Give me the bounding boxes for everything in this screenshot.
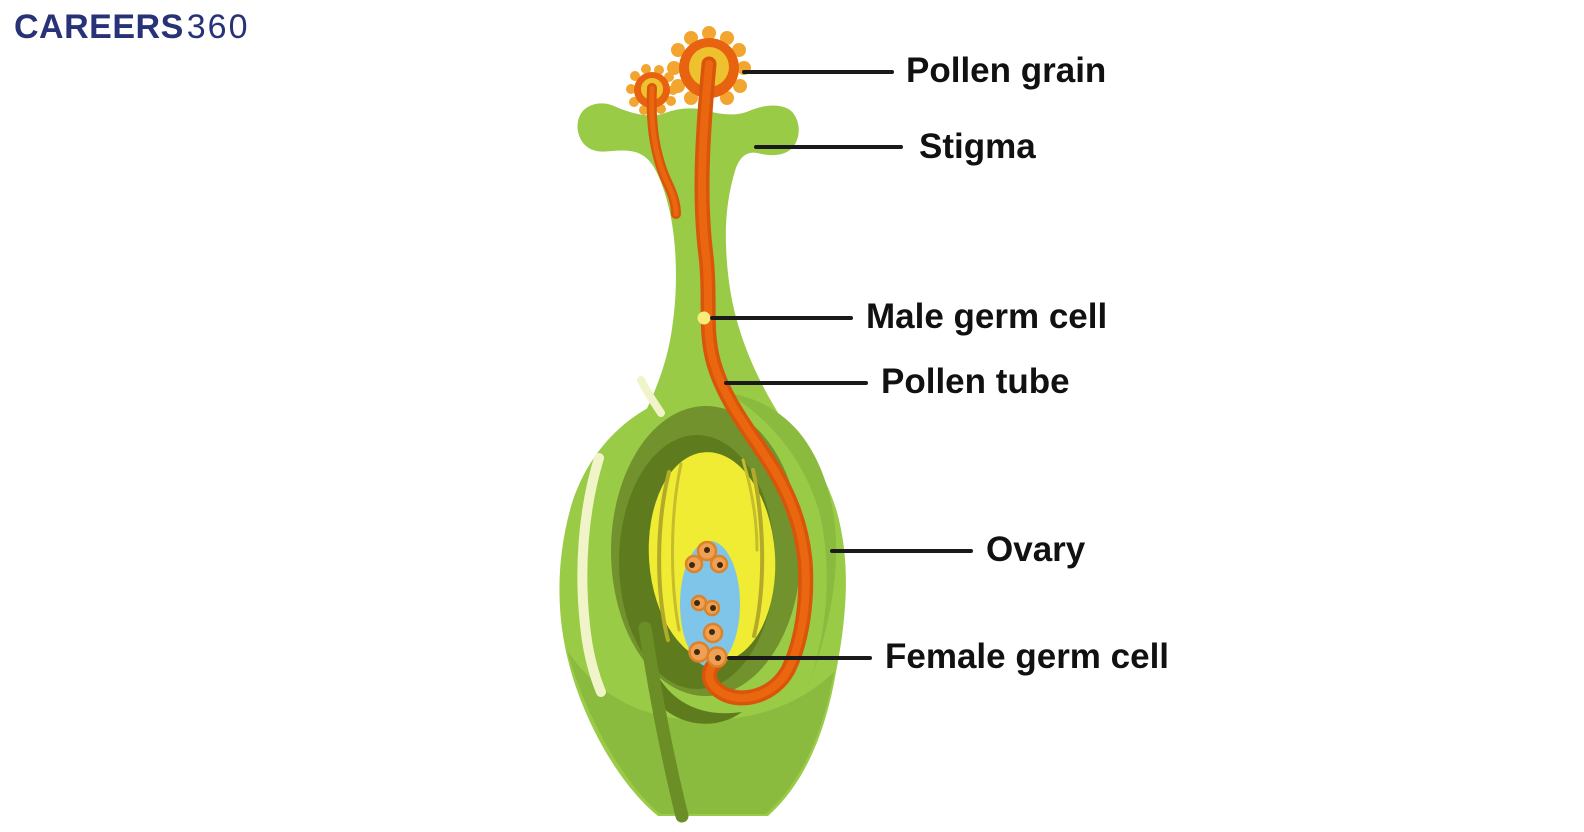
ovule-streak-left2 xyxy=(670,462,683,632)
label-stigma: Stigma xyxy=(919,127,1036,166)
leader-line-pollen-tube xyxy=(724,381,868,385)
label-pollen-grain: Pollen grain xyxy=(906,51,1107,90)
male-germ-cell-dot xyxy=(697,311,711,325)
leader-line-ovary xyxy=(830,549,973,553)
pollen-tube-short xyxy=(646,83,681,219)
pollen-tube-path xyxy=(694,56,814,706)
brand-name: CAREERS xyxy=(14,8,184,46)
leader-line-male-germ-cell xyxy=(710,316,853,320)
ovule-base-hook xyxy=(647,664,742,724)
stigma-and-style-shape xyxy=(577,103,821,483)
leader-line-female-germ-cell xyxy=(727,656,872,660)
label-male-germ-cell: Male germ cell xyxy=(866,297,1108,336)
female-germ-cells xyxy=(684,540,729,668)
funiculus-stalk xyxy=(638,621,689,823)
ovary-bottom-shade xyxy=(567,650,834,814)
ovary-right-shade xyxy=(727,393,837,686)
leader-line-stigma xyxy=(754,145,903,149)
ovule-streak-right xyxy=(751,468,765,638)
label-pollen-tube: Pollen tube xyxy=(881,362,1070,401)
brand-suffix: 360 xyxy=(186,8,250,46)
ovule-streak-right2 xyxy=(741,458,759,552)
pollen-grain-large-spikes xyxy=(667,26,751,105)
style-highlight xyxy=(637,376,665,417)
ovary-highlight xyxy=(577,453,606,697)
ovule-streak-left xyxy=(657,470,671,642)
brand-logo: CAREERS360 xyxy=(14,9,249,52)
leader-line-pollen-grain xyxy=(742,70,894,74)
label-female-germ-cell: Female germ cell xyxy=(885,637,1170,676)
label-ovary: Ovary xyxy=(986,530,1086,569)
